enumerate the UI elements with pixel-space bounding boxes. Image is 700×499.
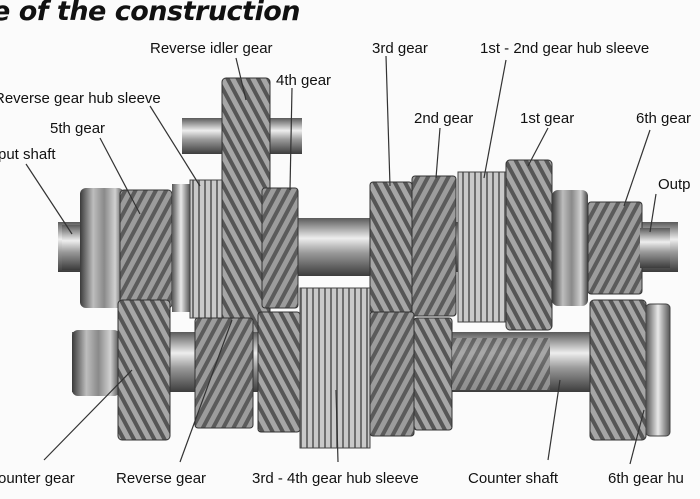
label-fifth-gear: 5th gear (50, 120, 106, 137)
counter-shaft-helix (452, 338, 550, 390)
third-gear-body (369, 181, 413, 313)
lower-gear-c (413, 317, 453, 431)
label-first-second-hub-sleeve: 1st - 2nd gear hub sleeve (480, 40, 650, 57)
reverse-gear-body (194, 317, 254, 429)
counter-gear-body (117, 299, 171, 441)
label-reverse-gear-hub-sleeve: Reverse gear hub sleeve (0, 90, 161, 107)
label-third-fourth-hub-sleeve: 3rd - 4th gear hub sleeve (252, 470, 419, 487)
sixth-gear-bottom-hub (645, 303, 671, 437)
label-reverse-gear: Reverse gear (116, 470, 207, 487)
label-second-gear: 2nd gear (414, 110, 474, 127)
bearing-body (552, 190, 588, 306)
label-sixth-gear-top: 6th gear (636, 110, 692, 127)
first-second-hub-sleeve-body (457, 171, 507, 323)
label-first-gear: 1st gear (520, 110, 575, 127)
fourth-gear-body (261, 187, 299, 309)
sixth-gear-top-body (587, 201, 643, 295)
fifth-gear-body (119, 189, 173, 309)
label-output-shaft: Outp (658, 176, 691, 193)
reverse-hub-sleeve-body (172, 179, 229, 319)
label-fourth-gear: 4th gear (276, 72, 332, 89)
first-gear-body (505, 159, 553, 331)
second-gear-body (411, 175, 457, 317)
label-input-shaft: put shaft (0, 146, 56, 163)
lower-gear-a (257, 311, 301, 433)
input-shaft-end (62, 188, 124, 308)
third-fourth-hub-sleeve-body (299, 287, 371, 449)
label-third-gear: 3rd gear (372, 40, 428, 57)
lower-gear-b (369, 311, 415, 437)
leader-lines (25, 55, 657, 465)
reverse-idler-gear-body (182, 77, 302, 339)
sixth-gear-bottom-body (589, 299, 647, 441)
label-counter-gear: ounter gear (0, 470, 75, 487)
label-counter-shaft: Counter shaft (468, 470, 559, 487)
label-reverse-idler-gear: Reverse idler gear (150, 40, 273, 57)
output-shaft-end (640, 228, 670, 268)
page-title: e of the construction (0, 0, 300, 27)
label-sixth-gear-bottom: 6th gear hu (608, 470, 684, 487)
